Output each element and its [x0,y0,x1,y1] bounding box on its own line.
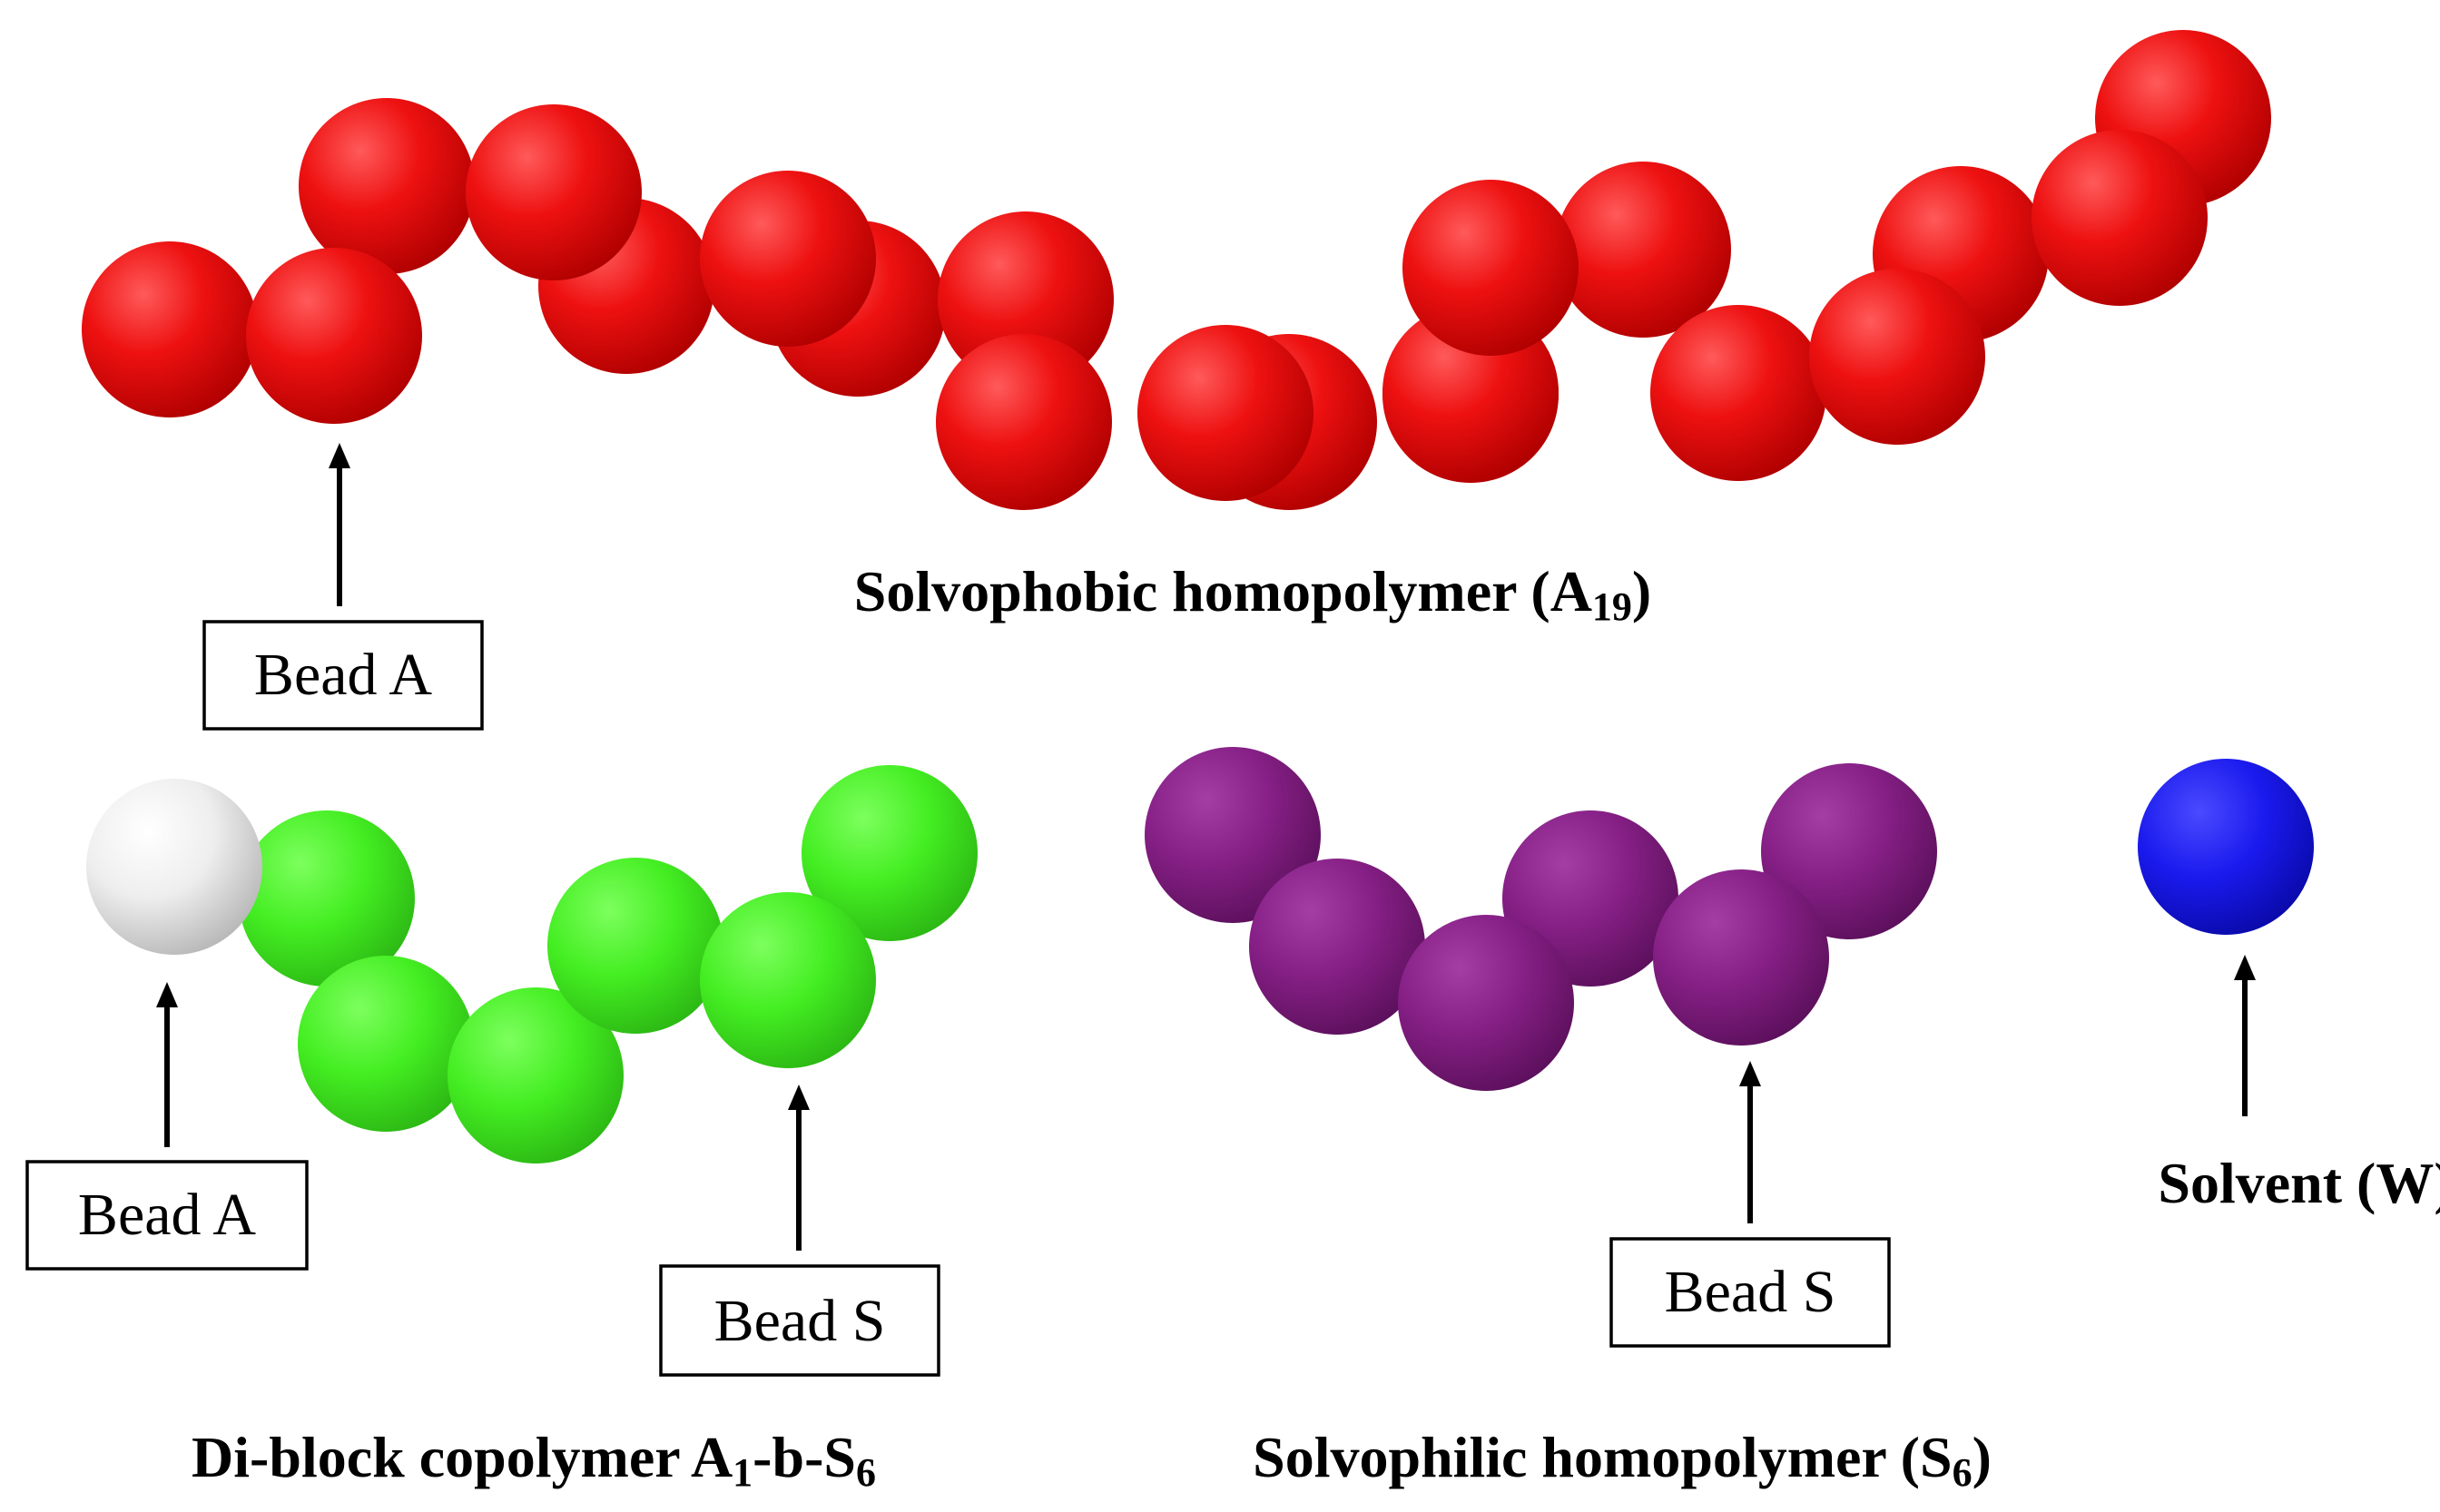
bead-a [938,211,1114,388]
solvophilic-bead-s-arrow [1739,1061,1761,1223]
bead-a [2032,130,2208,306]
diblock-bead-s-arrow [788,1085,810,1251]
bead-s [1761,763,1937,939]
bead-s [298,956,474,1132]
diblock-bead-a-arrow [156,982,178,1147]
solvent-bead [2138,759,2314,935]
bead-a [1650,305,1826,481]
bead-a [466,104,642,280]
bead-a [1402,180,1579,356]
bead-s [1398,915,1574,1091]
bead-a [936,334,1112,510]
diblock-bead-a-label: Bead A [25,1160,309,1271]
bead-a [246,248,422,424]
diblock-caption: Di-block copolymer A1-b-S6 [192,1425,876,1495]
bead-a [1137,325,1313,501]
label-text: Bead A [254,642,432,708]
label-text: Bead A [78,1182,256,1248]
label-text: Bead S [1665,1259,1836,1325]
bead-s [547,858,723,1034]
bead-a [700,171,876,347]
solvophobic-chain [82,30,2271,510]
bead-s [802,765,978,941]
bead-a [1555,162,1731,338]
solvophobic-caption: Solvophobic homopolymer (A19) [854,559,1651,629]
top-bead-a-label: Bead A [202,620,484,731]
bead-s [1249,859,1425,1035]
diblock-chain [86,765,978,1163]
bead-a [86,779,262,955]
bead-s [1653,869,1829,1046]
solvent-caption: Solvent (W) [2158,1151,2440,1215]
solvophilic-bead-s-label: Bead S [1609,1237,1891,1348]
solvophilic-chain [1145,747,1937,1091]
bead-a [299,98,475,274]
solvophilic-caption: Solvophilic homopolymer (S6) [1253,1425,1992,1495]
bead-s [1145,747,1321,923]
bead-s [700,892,876,1068]
bead-a [1809,269,1985,445]
solvent-arrow [2234,955,2256,1116]
diblock-bead-s-label: Bead S [659,1264,940,1377]
bead-s [448,987,624,1163]
bead-s [239,810,415,987]
top-bead-a-arrow [329,443,350,606]
bead-a [82,241,258,417]
label-text: Bead S [714,1288,886,1354]
